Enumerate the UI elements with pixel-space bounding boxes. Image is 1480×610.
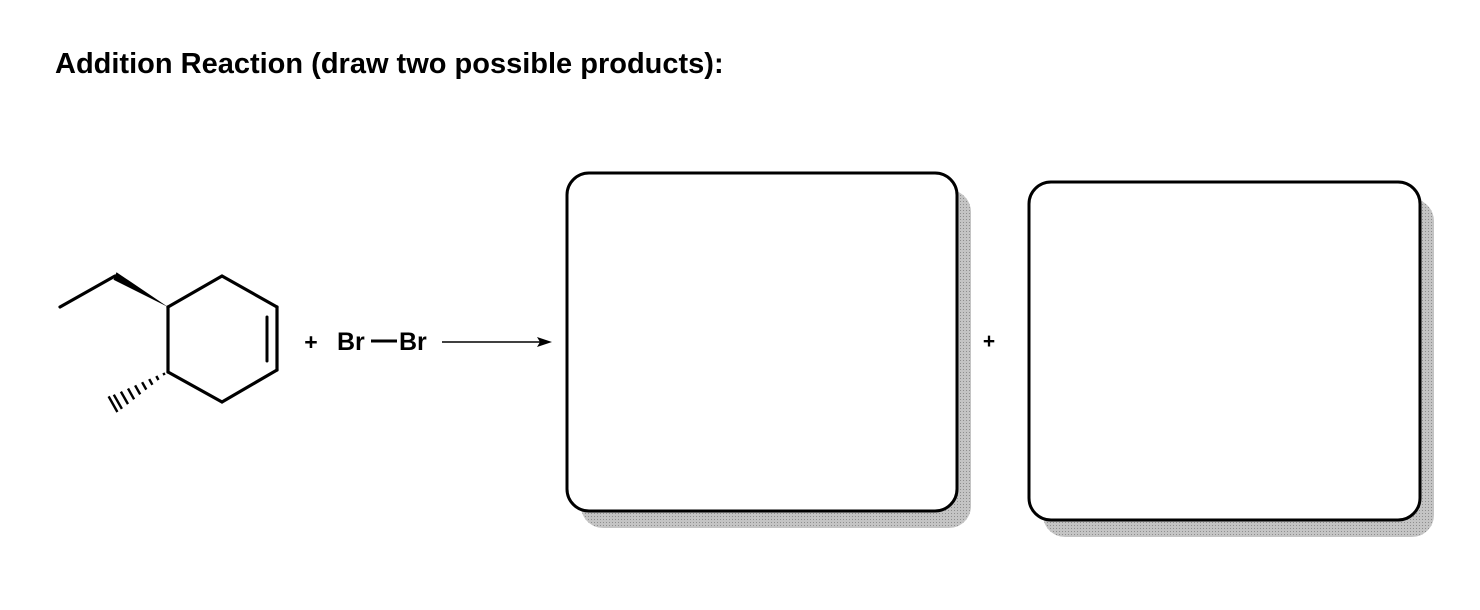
- ring-bond: [220, 274, 279, 309]
- product-box-2[interactable]: [1027, 180, 1434, 537]
- page-title: Addition Reaction (draw two possible pro…: [55, 48, 724, 80]
- ring-bond: [220, 368, 279, 404]
- product-box-1[interactable]: [565, 171, 971, 528]
- plus-sign-products: +: [983, 330, 995, 353]
- product-box-2-frame: [1027, 180, 1422, 522]
- wedge-bond: [113, 272, 168, 307]
- product-box-1-frame: [565, 171, 959, 513]
- ethyl-bond: [58, 274, 117, 309]
- ring-bond: [166, 274, 224, 309]
- reaction-arrow: [442, 337, 552, 347]
- bromine-atom-left: Br: [337, 328, 365, 356]
- plus-sign-reagent: +: [304, 329, 317, 355]
- bromine-atom-right: Br: [399, 328, 427, 356]
- hashed-wedge-bond: [107, 372, 166, 413]
- starting-material-structure: [58, 274, 279, 404]
- ring-bond: [166, 370, 224, 404]
